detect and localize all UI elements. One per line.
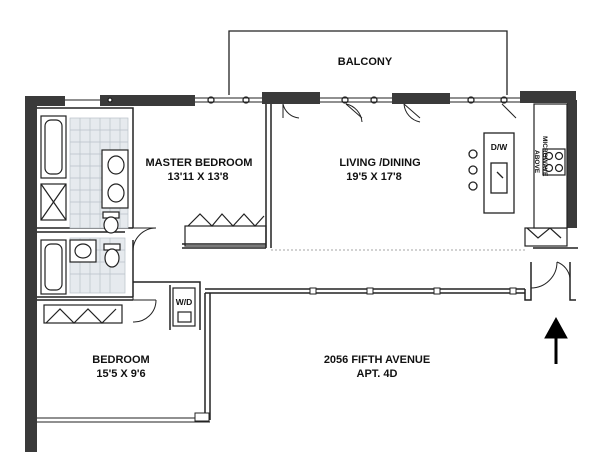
- bathtub-2-icon: [40, 239, 67, 295]
- bathtub-icon: [40, 115, 67, 179]
- address-line1: 2056 FIFTH AVENUE: [324, 354, 430, 366]
- address-line2: APT. 4D: [357, 368, 398, 380]
- balcony-outline: [228, 30, 508, 95]
- living-dining-dimensions: 19'5 X 17'8: [346, 171, 401, 183]
- laundry-label: W/D: [176, 297, 193, 307]
- entry-arrow-icon: [544, 316, 568, 364]
- microwave-label: MICROWAVE: [541, 136, 548, 177]
- dishwasher-label: D/W: [491, 142, 509, 152]
- kitchen-island: [468, 132, 515, 214]
- master-bedroom-label: MASTER BEDROOM: [146, 157, 253, 169]
- window-lines: [37, 97, 520, 423]
- bedroom-label: BEDROOM: [92, 354, 149, 366]
- door-swings: [132, 103, 571, 323]
- vanity-sinks-icon: [101, 149, 129, 209]
- shower-icon: [40, 183, 67, 221]
- microwave-above-label: ABOVE: [533, 150, 540, 174]
- balcony-label: BALCONY: [338, 56, 393, 68]
- closets: [43, 213, 568, 324]
- living-dining-label: LIVING /DINING: [339, 157, 420, 169]
- laundry-closet: [172, 287, 196, 327]
- kitchen-counter: [533, 103, 568, 229]
- toilet-2-icon: [103, 243, 121, 268]
- sink-icon: [69, 239, 97, 263]
- hall-details: [132, 282, 517, 422]
- master-bedroom-dimensions: 13'11 X 13'8: [168, 171, 229, 183]
- exterior-walls: [25, 91, 577, 452]
- toilet-icon: [102, 211, 120, 234]
- bedroom-dimensions: 15'5 X 9'6: [96, 368, 145, 380]
